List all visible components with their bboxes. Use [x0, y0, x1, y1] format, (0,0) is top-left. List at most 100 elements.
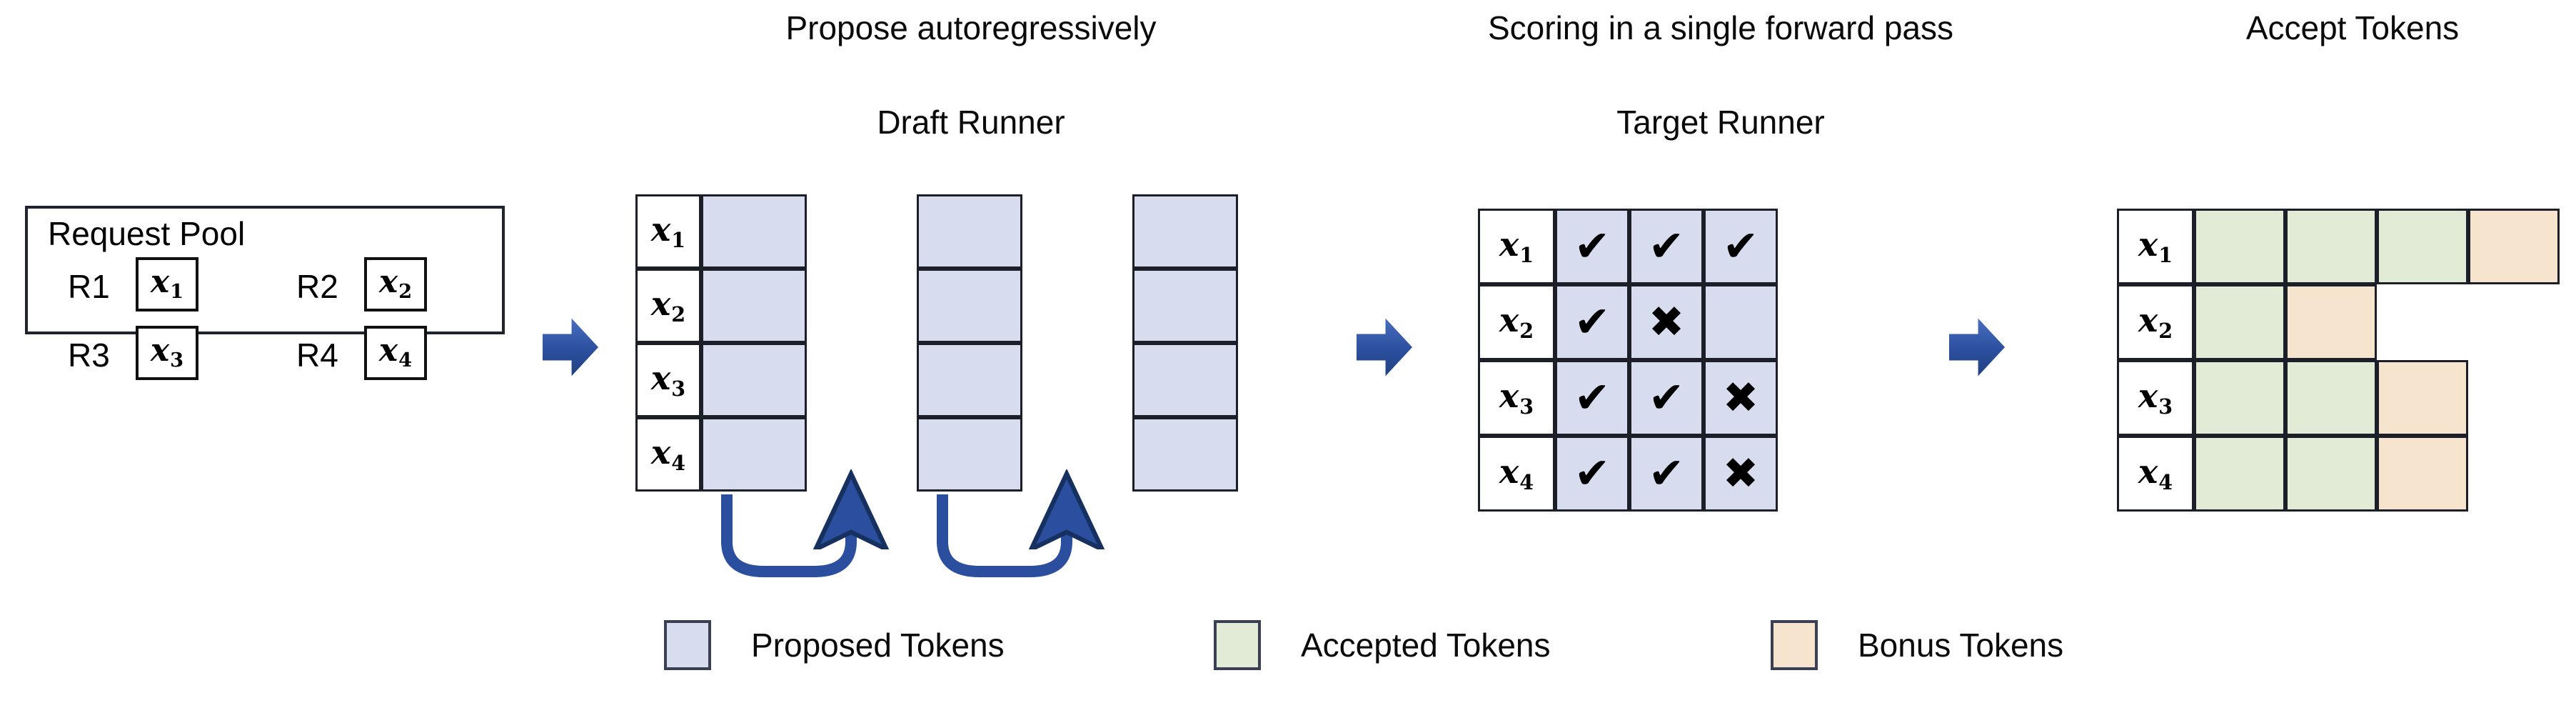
token-variable: x1	[2138, 224, 2173, 267]
target-runner-title: Target Runner	[1616, 104, 1825, 141]
check-icon: ✔	[1574, 373, 1611, 423]
target-score-cell-r3-s1: ✔	[1555, 360, 1629, 436]
cross-icon: ✖	[1648, 297, 1685, 347]
accept-accepted-cell-r1-c2	[2285, 209, 2377, 284]
accept-accepted-cell-r1-c3	[2377, 209, 2468, 284]
request-label-r2: R2	[296, 268, 338, 305]
check-icon: ✔	[1648, 221, 1685, 271]
accept-row-label-2: x2	[2117, 284, 2194, 360]
accept-accepted-cell-r3-c2	[2285, 360, 2377, 436]
target-score-cell-r4-s2: ✔	[1629, 436, 1704, 512]
draft-runner-grid: x1 x2 x3 x4	[635, 194, 1292, 509]
token-variable: x4	[650, 432, 686, 475]
token-variable: x3	[1499, 376, 1534, 419]
draft-row-label-2: x2	[635, 269, 701, 343]
draft-loop-arrows	[721, 493, 1292, 577]
accept-accepted-cell-r4-c1	[2194, 436, 2285, 512]
request-pool-title: Request Pool	[48, 215, 246, 252]
accept-row-label-3: x3	[2117, 360, 2194, 436]
accept-tokens-grid: x1 x2 x3 x4	[2117, 209, 2560, 512]
accept-accepted-cell-r2-c1	[2194, 284, 2285, 360]
token-variable: x3	[650, 358, 686, 401]
target-runner-caption: Scoring in a single forward pass	[1488, 9, 1953, 46]
draft-row-label-1: x1	[635, 194, 701, 269]
target-row-label-2: x2	[1478, 284, 1555, 360]
token-variable: x1	[150, 264, 184, 304]
check-icon: ✔	[1648, 373, 1685, 423]
check-icon: ✔	[1574, 221, 1611, 271]
accept-accepted-cell-r1-c1	[2194, 209, 2285, 284]
target-row-label-4: x4	[1478, 436, 1555, 512]
draft-proposed-cell-r3-s2	[917, 343, 1022, 417]
token-variable: x2	[2138, 300, 2173, 343]
token-variable: x1	[1499, 224, 1534, 267]
target-runner-grid: x1 x2 x3 x4 ✔ ✔ ✔ ✔ ✖ ✔ ✔ ✖ ✔ ✔ ✖	[1478, 209, 1849, 512]
target-score-cell-r4-s1: ✔	[1555, 436, 1629, 512]
token-variable: x3	[150, 332, 184, 372]
legend: Proposed Tokens Accepted Tokens Bonus Toke…	[0, 616, 2576, 680]
target-score-cell-r3-s2: ✔	[1629, 360, 1704, 436]
accept-tokens-title: Accept Tokens	[2245, 9, 2460, 46]
request-label-r3: R3	[68, 336, 110, 374]
draft-proposed-cell-r2-s1	[701, 269, 807, 343]
token-variable: x4	[2138, 452, 2173, 494]
token-variable: x1	[650, 209, 686, 252]
check-icon: ✔	[1722, 221, 1759, 271]
accept-bonus-cell-r3-c3	[2377, 360, 2468, 436]
draft-proposed-cell-r1-s1	[701, 194, 807, 269]
target-row-label-1: x1	[1478, 209, 1555, 284]
token-variable: x2	[650, 284, 686, 326]
token-variable: x2	[1499, 300, 1534, 343]
legend-swatch-1	[664, 620, 711, 670]
draft-row-label-4: x4	[635, 417, 701, 492]
draft-proposed-cell-r3-s3	[1132, 343, 1238, 417]
draft-proposed-cell-r1-s3	[1132, 194, 1238, 269]
draft-proposed-cell-r2-s3	[1132, 269, 1238, 343]
accept-bonus-cell-r1-c4	[2468, 209, 2560, 284]
accept-bonus-cell-r4-c3	[2377, 436, 2468, 512]
accept-row-label-4: x4	[2117, 436, 2194, 512]
draft-proposed-cell-r1-s2	[917, 194, 1022, 269]
target-score-cell-r2-s3	[1704, 284, 1778, 360]
draft-proposed-cell-r4-s2	[917, 417, 1022, 492]
accept-row-label-1: x1	[2117, 209, 2194, 284]
check-icon: ✔	[1574, 297, 1611, 347]
request-label-r4: R4	[296, 336, 338, 374]
legend-label-2: Accepted Tokens	[1301, 627, 1551, 664]
target-score-cell-r2-s2: ✖	[1629, 284, 1704, 360]
legend-swatch-2	[1214, 620, 1261, 670]
check-icon: ✔	[1648, 449, 1685, 499]
accept-accepted-cell-r3-c1	[2194, 360, 2285, 436]
draft-runner-title: Draft Runner	[877, 104, 1065, 141]
cross-icon: ✖	[1722, 449, 1759, 499]
legend-item-3: Bonus Tokens	[1771, 620, 2063, 670]
accept-bonus-cell-r2-c2	[2285, 284, 2377, 360]
legend-item-1: Proposed Tokens	[664, 620, 1005, 670]
legend-label-3: Bonus Tokens	[1858, 627, 2064, 664]
request-label-r1: R1	[68, 268, 110, 305]
target-score-cell-r1-s3: ✔	[1704, 209, 1778, 284]
target-score-cell-r3-s3: ✖	[1704, 360, 1778, 436]
legend-swatch-3	[1771, 620, 1818, 670]
target-score-cell-r1-s2: ✔	[1629, 209, 1704, 284]
flow-arrow-1	[543, 318, 598, 377]
draft-proposed-cell-r2-s2	[917, 269, 1022, 343]
target-score-cell-r2-s1: ✔	[1555, 284, 1629, 360]
draft-proposed-cell-r3-s1	[701, 343, 807, 417]
check-icon: ✔	[1574, 449, 1611, 499]
cross-icon: ✖	[1722, 373, 1759, 423]
draft-proposed-cell-r4-s1	[701, 417, 807, 492]
request-token-cell-r4: x4	[364, 326, 427, 380]
flow-arrow-2	[1357, 318, 1412, 377]
target-row-label-3: x3	[1478, 360, 1555, 436]
draft-runner-caption: Propose autoregressively	[785, 9, 1157, 46]
request-token-cell-r3: x3	[136, 326, 198, 380]
token-variable: x4	[378, 332, 413, 372]
accept-accepted-cell-r4-c2	[2285, 436, 2377, 512]
request-token-cell-r1: x1	[136, 257, 198, 311]
target-score-cell-r1-s1: ✔	[1555, 209, 1629, 284]
legend-label-1: Proposed Tokens	[751, 627, 1005, 664]
token-variable: x3	[2138, 376, 2173, 419]
request-token-cell-r2: x2	[364, 257, 427, 311]
